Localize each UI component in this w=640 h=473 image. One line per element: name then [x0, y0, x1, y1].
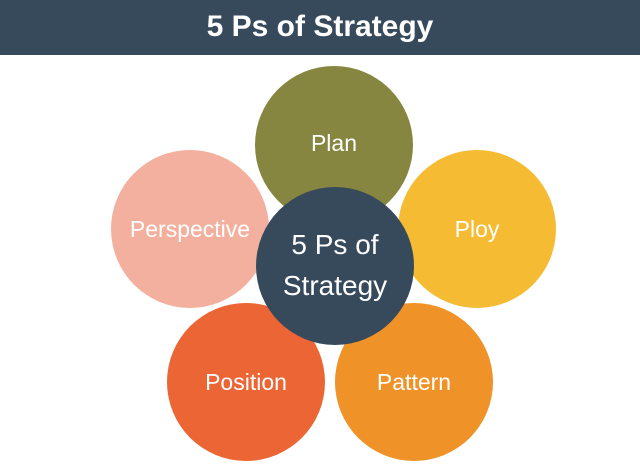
circle-ploy-label: Ploy — [454, 215, 500, 242]
circle-perspective-label: Perspective — [129, 215, 251, 242]
page-title: 5 Ps of Strategy — [206, 9, 434, 43]
center-circle-label: 5 Ps of Strategy — [282, 229, 388, 301]
circle-pattern-label: Pattern — [376, 368, 452, 395]
title-bar: 5 Ps of Strategy — [0, 0, 640, 55]
circle-perspective: Perspective — [111, 150, 269, 308]
circle-plan-label: Plan — [310, 130, 358, 156]
circle-ploy: Ploy — [398, 150, 556, 308]
center-circle: 5 Ps of Strategy — [256, 187, 414, 345]
circle-position-label: Position — [205, 368, 287, 395]
